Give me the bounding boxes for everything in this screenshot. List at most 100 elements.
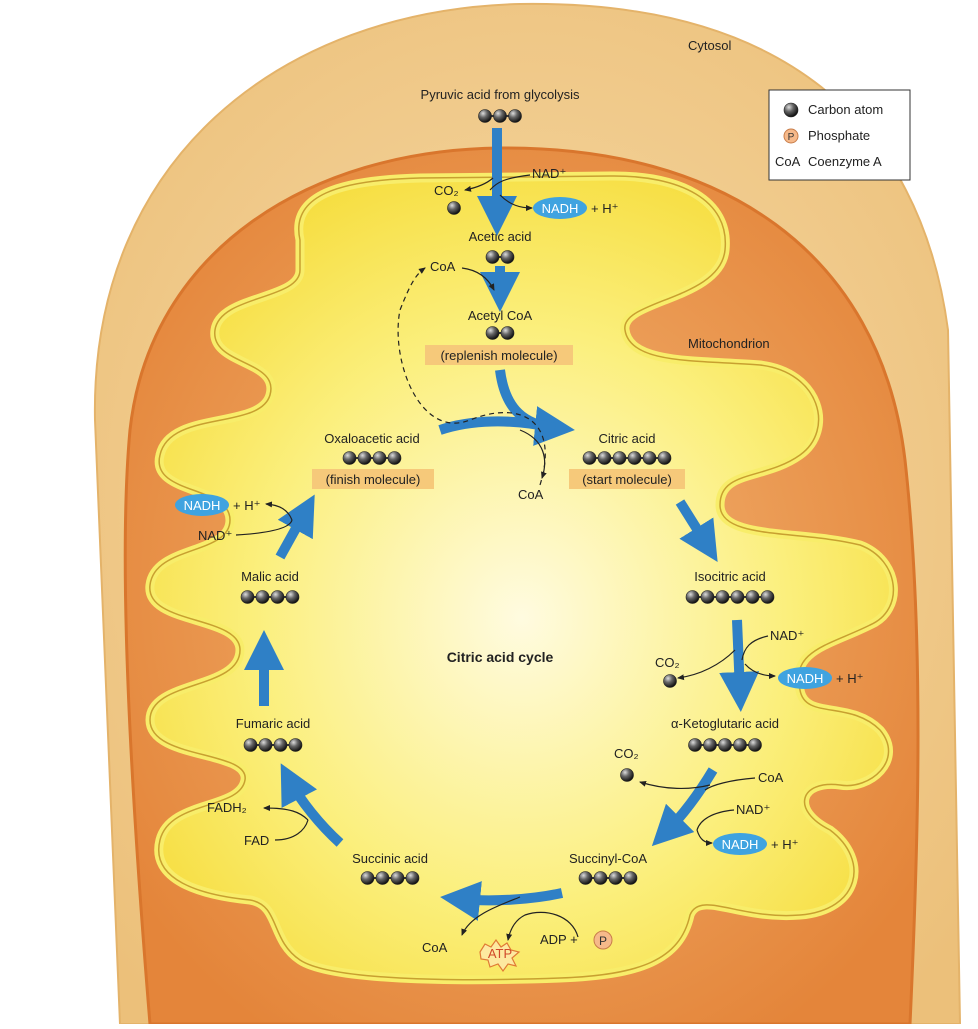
pyruvic-molecule xyxy=(478,109,522,123)
carbon-atom xyxy=(342,451,357,465)
ketoglutaric-label: α-Ketoglutaric acid xyxy=(671,716,779,731)
coa-label-bottom: CoA xyxy=(422,940,448,955)
carbon-atom xyxy=(500,326,515,340)
carbon-atom xyxy=(718,738,732,752)
fadh2-out-arrow xyxy=(263,805,309,821)
succinylcoa-to-succinic-arrow xyxy=(440,881,564,921)
legend: Carbon atom P Phosphate CoA Coenzyme A xyxy=(768,89,911,181)
carbon-atom xyxy=(730,590,745,604)
carbon-atom xyxy=(372,451,387,465)
succinylcoa-label: Succinyl-CoA xyxy=(569,851,647,866)
ketoglutaric-molecule xyxy=(688,738,762,752)
fadh2-label: FADH₂ xyxy=(207,800,247,815)
isocitric-to-ketoglutaric-arrow xyxy=(719,619,760,712)
coa-in-arrow xyxy=(461,267,495,291)
phosphate-letter: P xyxy=(599,934,607,948)
co2-label-3: CO₂ xyxy=(614,746,639,761)
carbon-atom xyxy=(240,590,255,604)
carbon-atom xyxy=(285,590,300,604)
carbon-atom xyxy=(760,590,775,604)
coa-in-line-2 xyxy=(704,777,756,791)
start-highlight xyxy=(569,469,685,489)
carbon-atom xyxy=(405,871,420,885)
isocitric-molecule xyxy=(685,590,775,604)
acetic-molecule xyxy=(485,250,515,264)
cytosol-label: Cytosol xyxy=(688,38,731,53)
nadh-badge-2 xyxy=(778,667,832,689)
carbon-atom xyxy=(608,871,623,885)
coa-recycle-dashed-arrow xyxy=(397,267,546,486)
atp-label: ATP xyxy=(488,946,512,961)
co2-out-arrow-3 xyxy=(639,780,711,790)
carbon-atom xyxy=(288,738,303,752)
mitochondrion-label: Mitochondrion xyxy=(688,336,770,351)
carbon-atom xyxy=(642,451,657,465)
nad-in-line-3 xyxy=(696,809,735,831)
carbon-atom xyxy=(715,590,730,604)
carbon-atom xyxy=(623,871,638,885)
carbon-atom xyxy=(357,451,372,465)
legend-phosphate: Phosphate xyxy=(808,128,870,143)
h-label-1: + H⁺ xyxy=(591,201,618,216)
carbon-atom xyxy=(582,451,597,465)
carbon-atom xyxy=(593,871,608,885)
carbon-atom xyxy=(258,738,273,752)
co2-label-2: CO₂ xyxy=(655,655,680,670)
nadh-label-4: NADH xyxy=(184,498,221,513)
carbon-atom xyxy=(703,738,717,752)
legend-coa-symbol: CoA xyxy=(775,154,801,169)
co2-atom-3 xyxy=(620,768,634,782)
h-label-2: + H⁺ xyxy=(836,671,863,686)
nadh-label-3: NADH xyxy=(722,837,759,852)
nad-in-line-4 xyxy=(235,519,293,536)
oxaloacetic-to-citric-arrow xyxy=(438,416,557,435)
carbon-atom xyxy=(578,871,593,885)
carbon-atom xyxy=(270,590,285,604)
nad-label-1: NAD⁺ xyxy=(532,166,566,181)
nadh-label-2: NADH xyxy=(787,671,824,686)
start-label: (start molecule) xyxy=(582,472,672,487)
nad-label-4: NAD⁺ xyxy=(198,528,232,543)
carbon-atom xyxy=(685,590,700,604)
carbon-atom xyxy=(375,871,390,885)
nadh-out-arrow-2 xyxy=(744,663,776,679)
h-label-3: + H⁺ xyxy=(771,837,798,852)
coa-label-mid: CoA xyxy=(518,487,544,502)
nad-in-line-1 xyxy=(489,174,531,191)
succinic-label: Succinic acid xyxy=(352,851,428,866)
malic-to-oxaloacetic-arrow xyxy=(275,494,315,560)
carbon-atom xyxy=(733,738,747,752)
cycle-title: Citric acid cycle xyxy=(447,649,554,665)
coa-label-right: CoA xyxy=(758,770,784,785)
carbon-atom xyxy=(688,738,702,752)
phosphate-legend-letter: P xyxy=(788,132,795,143)
replenish-label: (replenish molecule) xyxy=(440,348,557,363)
nadh-badge-1 xyxy=(533,197,587,219)
coa-label-top: CoA xyxy=(430,259,456,274)
carbon-atom xyxy=(390,871,405,885)
acetic-label: Acetic acid xyxy=(469,229,532,244)
fumaric-molecule xyxy=(243,738,303,752)
nadh-badge-4 xyxy=(175,494,229,516)
succinic-to-fumaric-arrow xyxy=(280,763,344,847)
h-label-4: + H⁺ xyxy=(233,498,260,513)
carbon-atom xyxy=(745,590,760,604)
pyruvic-label: Pyruvic acid from glycolysis xyxy=(421,87,580,102)
coa-release-arrow xyxy=(519,429,547,479)
nadh-out-arrow-1 xyxy=(499,194,533,211)
nad-label-3: NAD⁺ xyxy=(736,802,770,817)
carbon-atom xyxy=(255,590,270,604)
finish-label: (finish molecule) xyxy=(326,472,421,487)
carbon-atom xyxy=(500,250,515,264)
malic-label: Malic acid xyxy=(241,569,299,584)
co2-out-arrow-1 xyxy=(464,177,494,192)
carbon-atom xyxy=(360,871,375,885)
isocitric-label: Isocitric acid xyxy=(694,569,766,584)
carbon-atom xyxy=(700,590,715,604)
carbon-atom xyxy=(612,451,627,465)
carbon-atom xyxy=(597,451,612,465)
carbon-atom xyxy=(387,451,402,465)
atp-burst-icon xyxy=(479,938,521,973)
carbon-atom xyxy=(627,451,642,465)
